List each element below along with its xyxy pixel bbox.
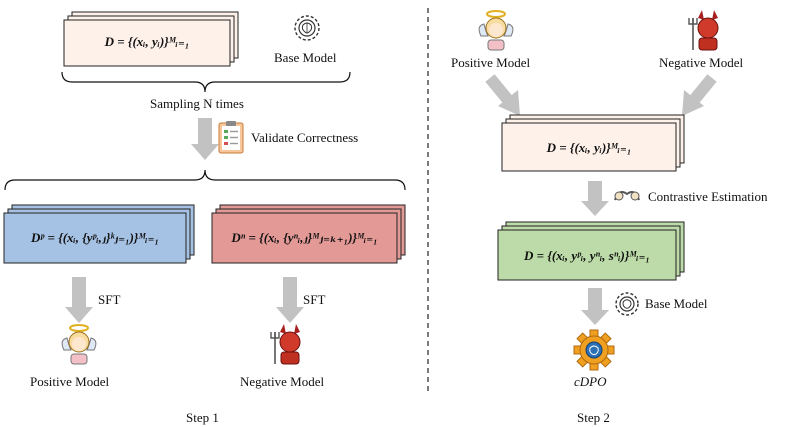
step2-negative-model-label: Negative Model xyxy=(659,55,744,70)
step2-positive-model-label: Positive Model xyxy=(451,55,531,70)
step2-caption: Step 2 xyxy=(577,410,610,425)
cdpo-label: cDPO xyxy=(574,374,607,389)
sft-label-left: SFT xyxy=(98,292,121,307)
positive-model-angel-icon xyxy=(61,324,97,365)
cdpo-gear-icon xyxy=(573,329,615,371)
positive-to-dataset-arrow xyxy=(485,74,520,116)
step2-base-model-label: Base Model xyxy=(645,296,708,311)
contrastive-label: Contrastive Estimation xyxy=(648,189,768,204)
step1-dataset-stack xyxy=(63,11,239,67)
step1-negative-model-label: Negative Model xyxy=(240,374,325,389)
validate-arrow xyxy=(191,118,219,160)
sampling-brace xyxy=(61,71,351,93)
sft-arrow-right xyxy=(276,277,304,323)
step2-base-model-brain-icon xyxy=(615,292,639,316)
contrastive-arrow xyxy=(581,181,609,216)
step2-negative-devil-icon xyxy=(688,10,719,51)
scored-dataset-stack xyxy=(497,221,685,281)
negative-model-devil-icon xyxy=(270,324,301,365)
step2-positive-angel-icon xyxy=(478,10,514,51)
sft-label-right: SFT xyxy=(303,292,326,307)
negative-set-formula: Dⁿ = {(xᵢ, {yⁿᵢ,ⱼ}ᴹⱼ₌ₖ₊₁)}ᴹᵢ₌₁ xyxy=(231,230,378,245)
negative-to-dataset-arrow xyxy=(682,74,717,116)
contrastive-estimation-icon xyxy=(614,191,640,201)
scored-dataset-formula: D = {(xᵢ, yᵖᵢ, yⁿᵢ, sⁿᵢ)}ᴹᵢ₌₁ xyxy=(524,248,650,263)
step1-base-model-label: Base Model xyxy=(274,50,337,65)
cdpo-arrow xyxy=(581,288,609,325)
negative-set-stack xyxy=(211,204,406,264)
validate-label: Validate Correctness xyxy=(251,130,359,145)
clipboard-check-icon xyxy=(218,121,244,154)
step1-positive-model-label: Positive Model xyxy=(30,374,110,389)
split-brace xyxy=(4,169,406,191)
step1-dataset-formula: D = {(xᵢ, yᵢ)}ᴹᵢ₌₁ xyxy=(104,34,190,49)
positive-set-stack xyxy=(3,204,195,264)
base-model-brain-icon xyxy=(294,15,320,41)
sampling-label: Sampling N times xyxy=(150,96,244,111)
positive-set-formula: Dᵖ = {(xᵢ, {yᵖᵢ,ⱼ}ᵏⱼ₌₁)}ᴹᵢ₌₁ xyxy=(30,230,160,245)
step2-dataset-formula: D = {(xᵢ, yᵢ)}ᴹᵢ₌₁ xyxy=(546,140,632,155)
sft-arrow-left xyxy=(65,277,93,323)
step1-caption: Step 1 xyxy=(186,410,219,425)
step2-dataset-stack xyxy=(501,114,685,172)
